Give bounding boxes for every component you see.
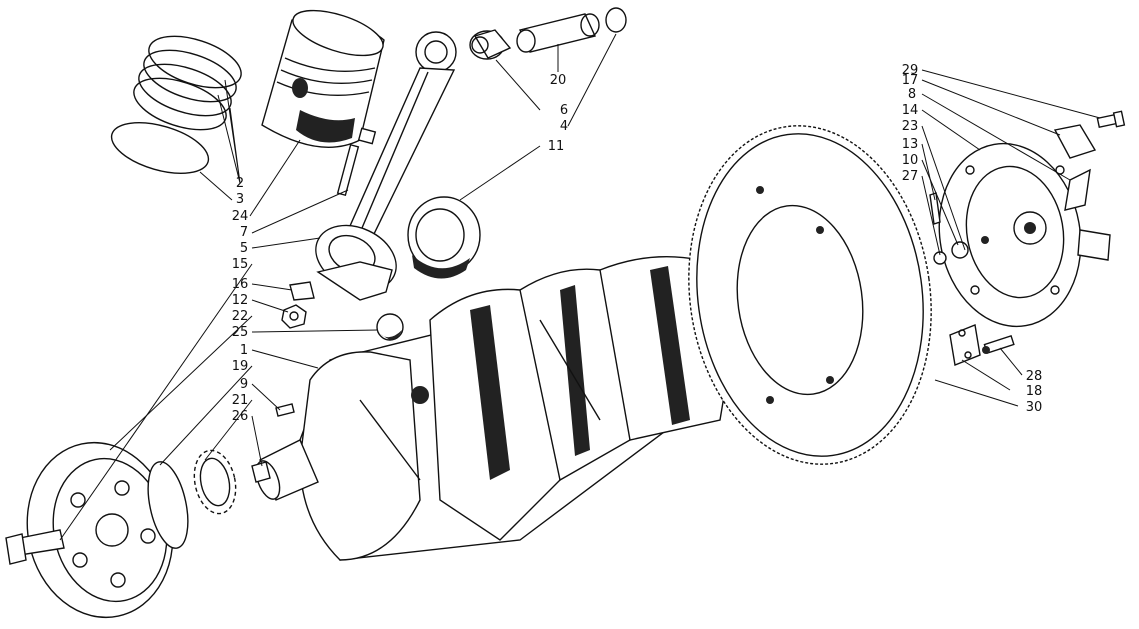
labels-top: 20 6 4 11 (548, 73, 568, 154)
label-28: 28 (1026, 369, 1043, 384)
nut (281, 304, 307, 329)
small-end-bush (469, 29, 512, 60)
rear-bearing-housing (938, 142, 1111, 328)
label-10: 10 (902, 153, 919, 168)
labels-right: 29 17 8 14 23 13 10 27 28 18 30 (902, 63, 1043, 415)
label-18: 18 (1026, 384, 1043, 399)
flywheel (688, 125, 932, 465)
crankshaft (255, 255, 821, 561)
big-end-bearing-shell (407, 196, 481, 279)
piston-rings (110, 35, 242, 174)
label-14: 14 (902, 103, 919, 118)
plate-18 (949, 324, 981, 366)
lock-plate (289, 281, 315, 301)
label-17: 17 (902, 73, 919, 88)
label-15: 15 (232, 257, 249, 272)
label-12: 12 (232, 293, 249, 308)
nut-10 (951, 241, 969, 259)
label-19: 19 (232, 359, 249, 374)
pulley-bolt (5, 529, 65, 565)
circlip (605, 7, 627, 33)
label-13: 13 (902, 137, 919, 152)
label-26: 26 (232, 409, 249, 424)
gudgeon-pin (516, 13, 600, 53)
label-1: 1 (240, 343, 248, 358)
label-7: 7 (240, 225, 248, 240)
label-8: 8 (908, 87, 916, 102)
key (251, 461, 271, 483)
label-27: 27 (902, 169, 919, 184)
bolt-29 (1096, 110, 1126, 129)
oil-thrower-washer (147, 461, 189, 549)
label-29: 29 (902, 63, 919, 78)
label-22: 22 (232, 309, 249, 324)
label-21: 21 (232, 393, 249, 408)
connecting-rod (315, 31, 457, 301)
label-11: 11 (548, 139, 565, 154)
labels-left: 2 3 24 7 5 15 16 12 22 25 1 19 9 21 26 (232, 176, 249, 424)
label-9: 9 (240, 377, 248, 392)
label-25: 25 (232, 325, 249, 340)
piston (261, 9, 385, 148)
timing-sprocket (193, 449, 237, 515)
crankshaft-pulley (26, 441, 174, 619)
label-4: 4 (560, 119, 568, 134)
label-24: 24 (232, 209, 249, 224)
label-5: 5 (240, 241, 248, 256)
label-2: 2 (236, 176, 244, 191)
label-16: 16 (232, 277, 249, 292)
label-20: 20 (550, 73, 567, 88)
washer-27 (933, 251, 947, 265)
ball (376, 313, 404, 341)
lock-tab-17 (1053, 124, 1097, 159)
woodruff-key (275, 403, 295, 417)
bolt-28 (982, 334, 1015, 354)
label-3: 3 (236, 192, 244, 207)
label-6: 6 (560, 103, 568, 118)
label-30: 30 (1026, 400, 1043, 415)
leader-lines (59, 33, 1101, 541)
label-23: 23 (902, 119, 919, 134)
